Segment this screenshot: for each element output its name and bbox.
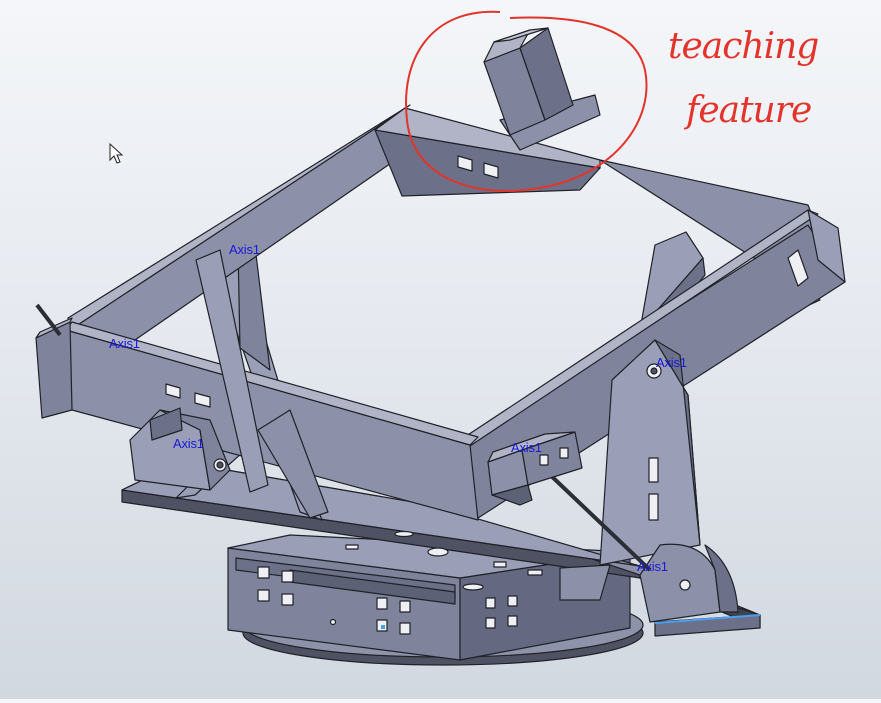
left-support xyxy=(129,407,231,491)
annotation-text-line1: teaching xyxy=(668,26,819,67)
axis-label-right-support: Axis1 xyxy=(656,355,687,370)
selected-edge-highlight xyxy=(654,614,761,624)
electronics-box xyxy=(227,534,631,661)
right-support xyxy=(559,339,739,623)
axis-label-frame-top: Axis1 xyxy=(229,242,260,257)
tilt-rod xyxy=(543,468,652,572)
teaching-feature-part xyxy=(483,27,601,151)
axis-label-motor-mount: Axis1 xyxy=(511,440,542,455)
annotation-text-line2: feature xyxy=(686,90,812,131)
mouse-pointer-icon xyxy=(109,142,124,164)
annotation-circle xyxy=(405,10,648,192)
motor-mount-block xyxy=(487,431,583,506)
axis-label-left-support: Axis1 xyxy=(173,436,204,451)
axis-label-frame-left: Axis1 xyxy=(109,336,140,351)
front-brace xyxy=(195,249,329,519)
axis-label-base-bracket: Axis1 xyxy=(637,559,668,574)
